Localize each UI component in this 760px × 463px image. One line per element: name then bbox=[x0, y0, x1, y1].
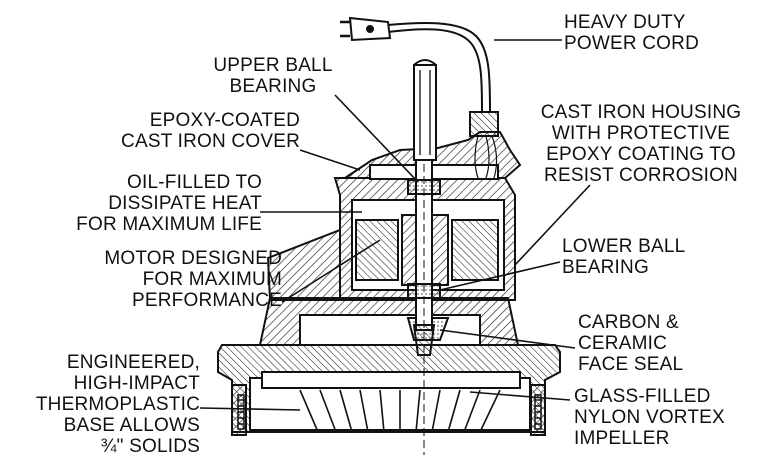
leader-cover bbox=[299, 149, 361, 171]
label-line: EPOXY COATING TO bbox=[546, 144, 736, 165]
label-line: HIGH-IMPACT bbox=[73, 373, 200, 394]
cord-wires bbox=[474, 135, 498, 179]
label-motor: MOTOR DESIGNED FOR MAXIMUM PERFORMANCE bbox=[70, 248, 282, 311]
label-line: FACE SEAL bbox=[578, 354, 684, 375]
switch-tube-cap bbox=[413, 59, 437, 66]
label-base: ENGINEERED, HIGH-IMPACT THERMOPLASTIC BA… bbox=[20, 352, 200, 457]
label-line: CAST IRON COVER bbox=[121, 131, 300, 152]
pump-outline bbox=[217, 59, 561, 455]
power-cord bbox=[387, 21, 491, 113]
label-upper-bearing: UPPER BALL BEARING bbox=[198, 55, 348, 97]
plug-icon bbox=[340, 16, 392, 42]
leader-motor bbox=[281, 239, 381, 303]
label-line: ENGINEERED, bbox=[66, 352, 200, 373]
base-foot-left bbox=[231, 384, 247, 436]
label-housing: CAST IRON HOUSING WITH PROTECTIVE EPOXY … bbox=[525, 102, 757, 186]
label-line: THERMOPLASTIC bbox=[35, 394, 200, 415]
lower-bearing bbox=[407, 283, 441, 299]
label-line: NYLON VORTEX bbox=[574, 407, 725, 428]
leader-upper-bearing bbox=[334, 94, 419, 183]
label-line: PERFORMANCE bbox=[132, 290, 282, 311]
label-line: CAST IRON HOUSING bbox=[540, 102, 742, 123]
label-line: POWER CORD bbox=[564, 33, 699, 54]
cord-grommet bbox=[469, 111, 499, 137]
leader-impeller bbox=[469, 391, 571, 401]
base-foot-right bbox=[530, 384, 546, 436]
stator-right bbox=[451, 219, 499, 281]
label-line: BASE ALLOWS bbox=[63, 415, 200, 436]
label-line: BEARING bbox=[229, 76, 317, 97]
leader-seal bbox=[439, 329, 576, 349]
impeller-vanes bbox=[299, 389, 501, 433]
label-line: IMPELLER bbox=[574, 428, 670, 449]
base-bolts bbox=[237, 394, 542, 430]
label-power-cord: HEAVY DUTY POWER CORD bbox=[564, 12, 699, 54]
label-line: EPOXY-COATED bbox=[149, 110, 300, 131]
label-line: HEAVY DUTY bbox=[564, 12, 686, 33]
leader-housing bbox=[514, 184, 591, 266]
label-line: LOWER BALL bbox=[562, 236, 686, 257]
label-line: ¾" SOLIDS bbox=[100, 436, 200, 457]
switch-tube bbox=[413, 64, 437, 161]
upper-bearing bbox=[407, 179, 441, 195]
seal-chamber-cavity bbox=[299, 314, 481, 346]
housing-left-flange bbox=[266, 228, 341, 301]
label-line: RESIST CORROSION bbox=[544, 165, 738, 186]
label-line: CARBON & bbox=[578, 312, 679, 333]
switch-tube-inner bbox=[419, 70, 431, 155]
label-line: MOTOR DESIGNED bbox=[104, 248, 282, 269]
shaft-thread bbox=[412, 324, 436, 356]
leader-base bbox=[199, 407, 301, 411]
label-oil: OIL-FILLED TO DISSIPATE HEAT FOR MAXIMUM… bbox=[40, 172, 262, 235]
label-impeller: GLASS-FILLED NYLON VORTEX IMPELLER bbox=[574, 386, 725, 449]
base-ring bbox=[261, 371, 521, 389]
label-lower-bearing: LOWER BALL BEARING bbox=[562, 236, 685, 278]
label-line: DISSIPATE HEAT bbox=[108, 193, 262, 214]
label-seal: CARBON & CERAMIC FACE SEAL bbox=[578, 312, 683, 375]
cover-cavity bbox=[369, 164, 499, 180]
label-line: WITH PROTECTIVE bbox=[551, 123, 731, 144]
label-line: CERAMIC bbox=[578, 333, 668, 354]
leader-lines bbox=[199, 39, 591, 411]
stator-left bbox=[355, 219, 399, 281]
label-line: OIL-FILLED TO bbox=[127, 172, 262, 193]
label-line: FOR MAXIMUM LIFE bbox=[76, 214, 262, 235]
label-line: GLASS-FILLED bbox=[574, 386, 711, 407]
label-line: BEARING bbox=[562, 257, 649, 278]
leader-lower-bearing bbox=[439, 261, 561, 291]
label-cover: EPOXY-COATED CAST IRON COVER bbox=[80, 110, 300, 152]
label-line: UPPER BALL bbox=[213, 55, 333, 76]
label-line: FOR MAXIMUM bbox=[142, 269, 282, 290]
